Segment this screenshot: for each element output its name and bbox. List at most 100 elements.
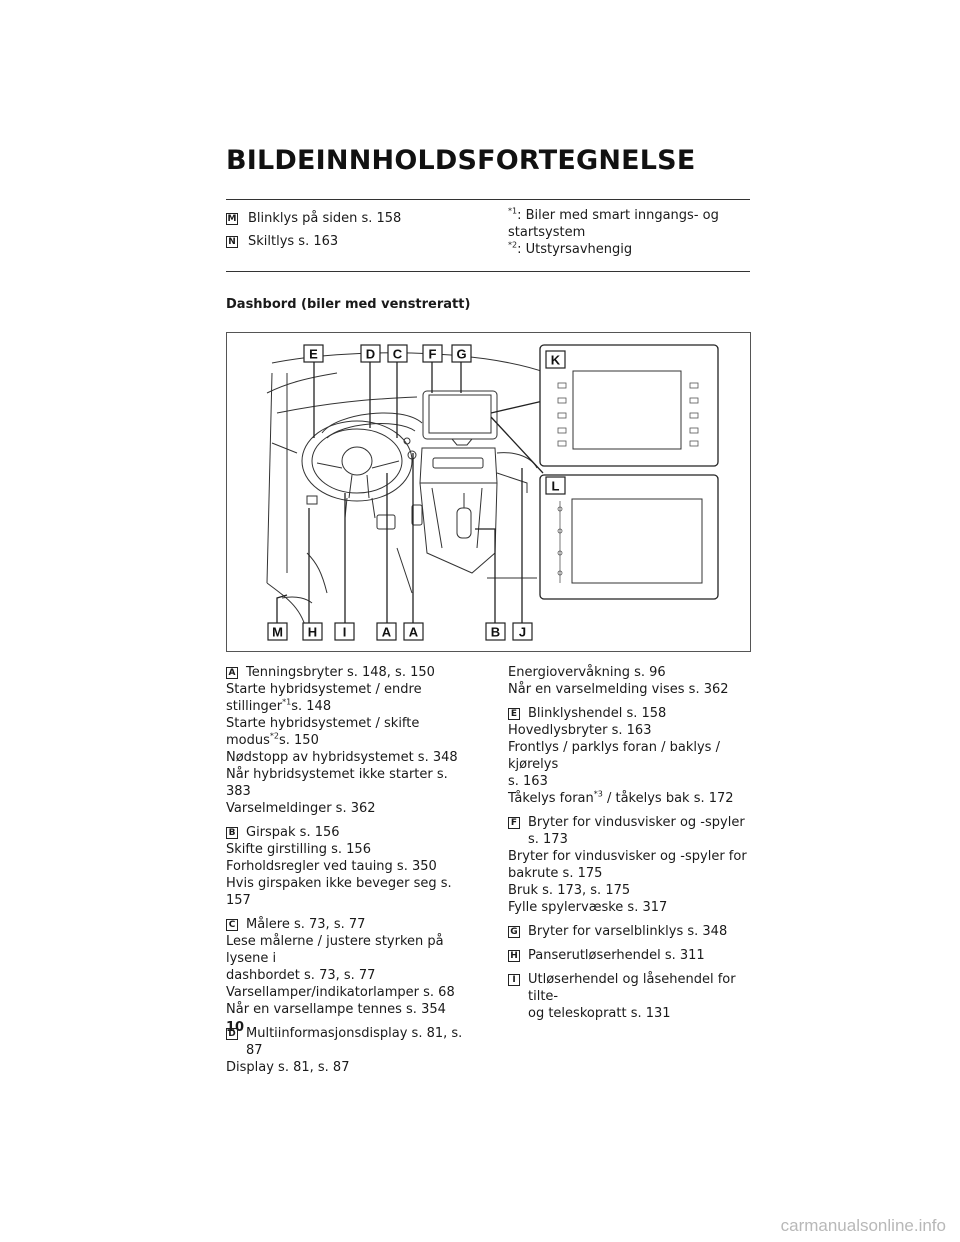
entry-line: Energiovervåkning s. 96 [508,665,666,680]
entry-line: Bryter for vindusvisker og -spyler for [508,849,747,864]
top-item-list: M Blinklys på siden s. 158 N Skiltlys s.… [226,210,401,256]
top-item-text: Blinklys på siden s. 158 [248,211,402,226]
entry-C: C Målere s. 73, s. 77 Lese målerne / jus… [226,916,476,1018]
entry-A: A Tenningsbryter s. 148, s. 150 Starte h… [226,664,476,817]
badge-M: M [226,213,238,225]
figure-label-C: C [393,347,403,362]
entry-head: A Tenningsbryter s. 148, s. 150 [226,664,476,681]
entry-head: E Blinklyshendel s. 158 [508,705,753,722]
entry-line: bakrute s. 175 [508,866,603,881]
entry-line: Skifte girstilling s. 156 [226,842,371,857]
badge-I: I [508,974,520,986]
figure-label-D: D [366,347,375,362]
dashboard-figure: E D C F G K L M H I A A B J [226,332,751,652]
footnote: *2: Utstyrsavhengig [508,241,748,258]
entry-line: Varselmeldinger s. 362 [226,801,376,816]
entry-line: Forholdsregler ved tauing s. 350 [226,859,437,874]
entry-title: Utløserhendel og låsehendel for tilte-og… [528,972,736,1021]
footnote: *1: Biler med smart inngangs- og startsy… [508,207,748,241]
badge-D: D [226,1028,238,1040]
entry-line: Starte hybridsystemet / skifte [226,716,420,731]
entry-line: Display s. 81, s. 87 [226,1060,350,1075]
entry-line: Når hybridsystemet ikke starter s. 383 [226,767,448,799]
entry-head: I Utløserhendel og låsehendel for tilte-… [508,971,753,1022]
badge-C: C [226,919,238,931]
entry-line: s. 163 [508,774,548,789]
section-heading: Dashbord (biler med venstreratt) [226,297,471,312]
entry-title: Multiinformasjonsdisplay s. 81, s. 87 [246,1026,463,1058]
entry-line: Nødstopp av hybridsystemet s. 348 [226,750,458,765]
entry-line: Når en varsellampe tennes s. 354 [226,1002,446,1017]
entry-line: Starte hybridsystemet / endre [226,682,422,697]
footnotes: *1: Biler med smart inngangs- og startsy… [508,207,748,258]
entry-H: H Panserutløserhendel s. 311 [508,947,753,964]
entry-E: E Blinklyshendel s. 158 Hovedlysbryter s… [508,705,753,807]
footnote-mark: *1 [508,206,518,216]
figure-label-G: G [456,347,466,362]
badge-F: F [508,817,520,829]
entry-B: B Girspak s. 156 Skifte girstilling s. 1… [226,824,476,909]
badge-N: N [226,236,238,248]
figure-label-J: J [519,625,526,640]
entry-line: dashbordet s. 73, s. 77 [226,968,376,983]
entry-line: Tåkelys foran*3 / tåkelys bak s. 172 [508,789,734,806]
entry-line: stillinger*1s. 148 [226,697,332,714]
badge-B: B [226,827,238,839]
entry-head: D Multiinformasjonsdisplay s. 81, s. 87 [226,1025,476,1059]
dashboard-illustration: E D C F G K L M H I A A B J [266,344,719,641]
watermark: carmanualsonline.info [780,1216,946,1235]
figure-label-L: L [552,479,560,494]
entries-right: Energiovervåkning s. 96 Når en varselmel… [508,664,753,1029]
entry-title: Tenningsbryter s. 148, s. 150 [246,665,435,680]
entry-head: B Girspak s. 156 [226,824,476,841]
entry-title: Blinklyshendel s. 158 [528,706,667,721]
figure-label-F: F [429,347,437,362]
entry-line: Varsellamper/indikatorlamper s. 68 [226,985,455,1000]
badge-G: G [508,926,520,938]
badge-A: A [226,667,238,679]
figure-label-A: A [382,625,392,640]
entry-title: Panserutløserhendel s. 311 [528,948,705,963]
figure-label-H: H [308,625,317,640]
entry-line: Bruk s. 173, s. 175 [508,883,631,898]
figure-label-A: A [409,625,419,640]
top-rule [226,199,750,200]
entry-title: Målere s. 73, s. 77 [246,917,366,932]
entry-line: Hvis girspaken ikke beveger seg s. 157 [226,876,452,908]
entry-head: C Målere s. 73, s. 77 [226,916,476,933]
figure-label-K: K [551,353,561,368]
entry-line: Fylle spylervæske s. 317 [508,900,668,915]
footnote-mark: *2 [508,240,518,250]
mid-rule [226,271,750,272]
entry-line: Lese målerne / justere styrken på lysene… [226,934,444,966]
entry-head: G Bryter for varselblinklys s. 348 [508,923,753,940]
footnote-text: : Utstyrsavhengig [517,242,633,257]
page-number: 10 [226,1020,245,1035]
entry-title: Bryter for varselblinklys s. 348 [528,924,728,939]
page-title: BILDEINNHOLDSFORTEGNELSE [226,145,696,176]
entry-line: Hovedlysbryter s. 163 [508,723,652,738]
entries-left: A Tenningsbryter s. 148, s. 150 Starte h… [226,664,476,1083]
entry-line: modus*2s. 150 [226,731,319,748]
entry-head: H Panserutløserhendel s. 311 [508,947,753,964]
figure-label-M: M [272,625,283,640]
footnote-text: : Biler med smart inngangs- og startsyst… [508,208,719,240]
entry-I: I Utløserhendel og låsehendel for tilte-… [508,971,753,1022]
top-item-text: Skiltlys s. 163 [248,234,339,249]
top-item: N Skiltlys s. 163 [226,233,401,251]
entry-line: Frontlys / parklys foran / baklys / kjør… [508,740,720,772]
entry-G: G Bryter for varselblinklys s. 348 [508,923,753,940]
entry-D-continued: Energiovervåkning s. 96 Når en varselmel… [508,664,753,698]
entry-D: D Multiinformasjonsdisplay s. 81, s. 87 … [226,1025,476,1076]
badge-E: E [508,708,520,720]
badge-H: H [508,950,520,962]
figure-label-B: B [491,625,500,640]
figure-label-E: E [309,347,318,362]
entry-line: Når en varselmelding vises s. 362 [508,682,729,697]
top-item: M Blinklys på siden s. 158 [226,210,401,228]
figure-label-I: I [343,625,347,640]
entry-title: Girspak s. 156 [246,825,340,840]
